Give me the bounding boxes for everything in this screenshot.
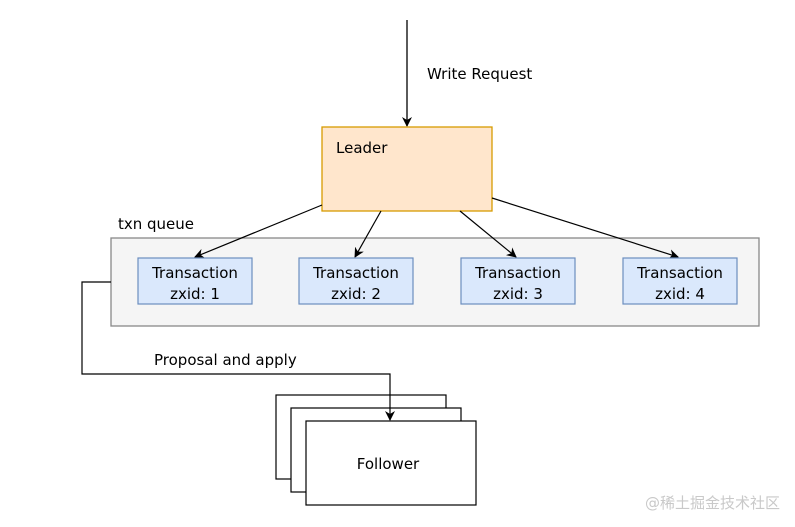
transaction-2-title: Transaction — [312, 264, 399, 282]
leader-label: Leader — [336, 139, 388, 157]
leader-to-txn-2-arrow — [354, 210, 382, 258]
proposal-arrow — [81, 281, 395, 421]
leader-to-txn-1-arrow — [194, 204, 323, 259]
follower-label: Follower — [357, 455, 420, 473]
follower-node[interactable] — [305, 420, 477, 506]
write-request-label: Write Request — [427, 65, 532, 83]
transaction-3[interactable]: Transaction zxid: 3 — [460, 257, 576, 305]
transaction-1-zxid: zxid: 1 — [170, 285, 220, 303]
leader-to-txn-4-arrow — [491, 197, 679, 260]
proposal-label: Proposal and apply — [154, 351, 297, 369]
transaction-2[interactable]: Transaction zxid: 2 — [298, 257, 414, 305]
transaction-4[interactable]: Transaction zxid: 4 — [622, 257, 738, 305]
transaction-4-title: Transaction — [636, 264, 723, 282]
transaction-1[interactable]: Transaction zxid: 1 — [137, 257, 253, 305]
txn-queue-label: txn queue — [118, 215, 194, 233]
transaction-3-title: Transaction — [474, 264, 561, 282]
transaction-2-zxid: zxid: 2 — [331, 285, 381, 303]
transaction-4-zxid: zxid: 4 — [655, 285, 705, 303]
transaction-1-title: Transaction — [151, 264, 238, 282]
leader-to-txn-3-arrow — [459, 210, 517, 258]
leader-node[interactable] — [321, 126, 493, 212]
watermark-text: @稀土掘金技术社区 — [645, 494, 780, 512]
transaction-3-zxid: zxid: 3 — [493, 285, 543, 303]
